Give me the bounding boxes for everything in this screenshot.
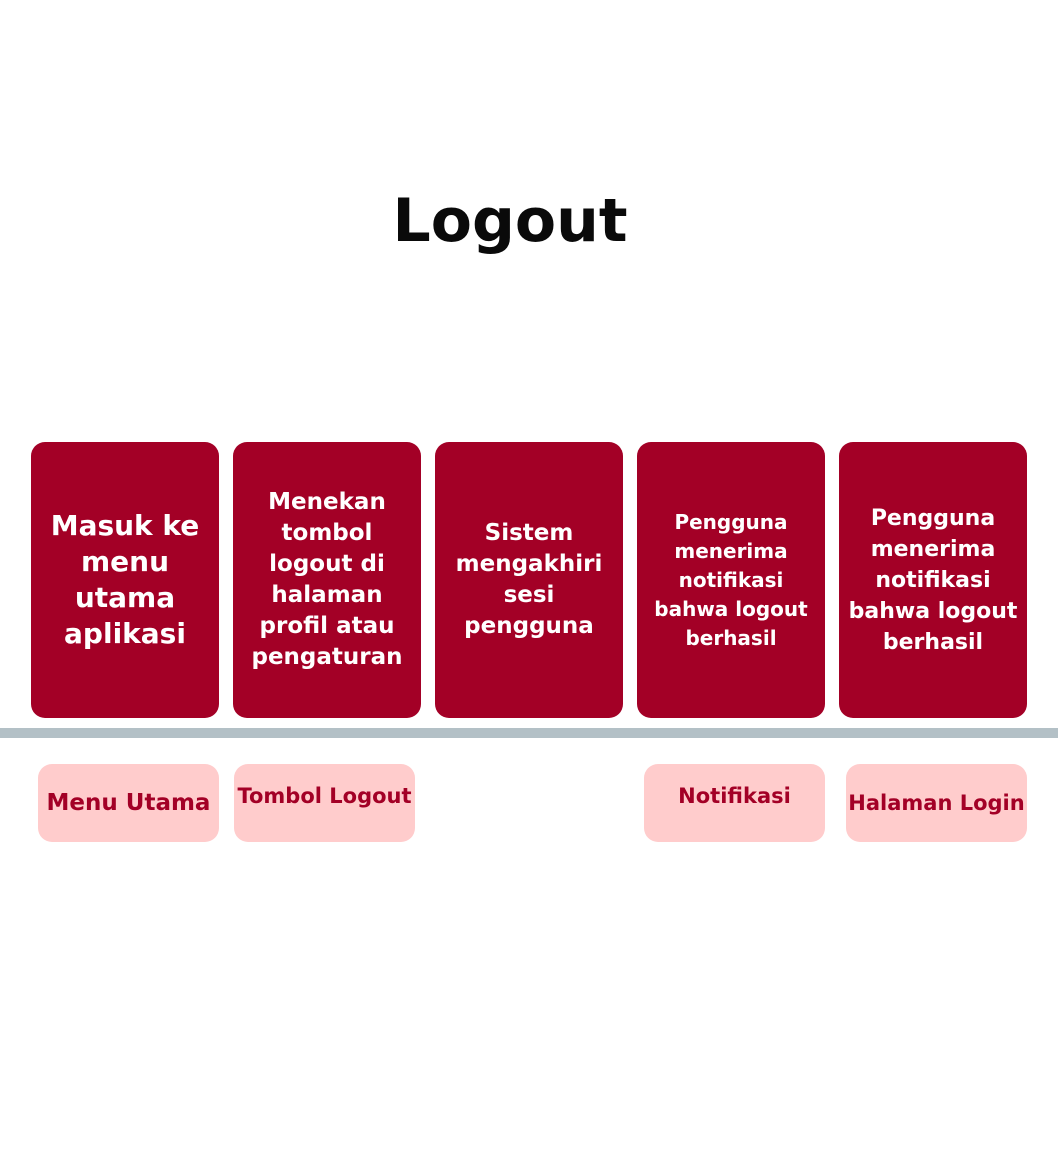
step-card-4: Pengguna menerima notifikasi bahwa logou…: [637, 442, 825, 718]
touchpoint-menu-utama: Menu Utama: [38, 764, 219, 842]
step-card-1: Masuk ke menu utama aplikasi: [31, 442, 219, 718]
touchpoint-notifikasi: Notifikasi: [644, 764, 825, 842]
touchpoint-halaman-login: Halaman Login: [846, 764, 1027, 842]
step-text-1: Masuk ke menu utama aplikasi: [50, 509, 200, 650]
touchpoint-tombol-logout: Tombol Logout: [234, 764, 415, 842]
step-card-3: Sistem mengakhiri sesi pengguna: [435, 442, 623, 718]
step-card-2: Menekan tombol logout di halaman profil …: [233, 442, 421, 718]
step-text-4: Pengguna menerima notifikasi bahwa logou…: [654, 509, 808, 650]
step-text-2: Menekan tombol logout di halaman profil …: [251, 489, 403, 670]
step-text-3: Sistem mengakhiri sesi pengguna: [455, 520, 603, 639]
lane-divider: [0, 728, 1058, 738]
step-card-5: Pengguna menerima notifikasi bahwa logou…: [839, 442, 1027, 718]
step-text-5: Pengguna menerima notifikasi bahwa logou…: [848, 505, 1018, 655]
diagram-title: Logout: [392, 186, 628, 256]
